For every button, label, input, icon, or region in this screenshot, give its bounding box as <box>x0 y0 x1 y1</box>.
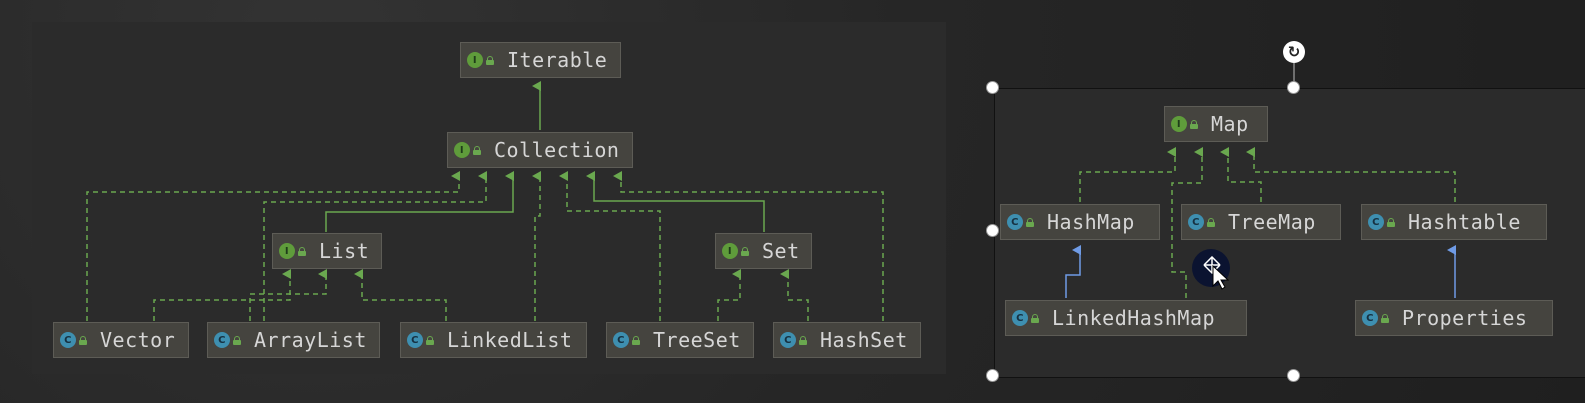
lock-icon <box>1190 119 1199 129</box>
node-hashset[interactable]: C HashSet <box>773 322 921 358</box>
class-icon: C <box>780 332 796 348</box>
node-label: Collection <box>494 138 620 162</box>
node-treemap[interactable]: C TreeMap <box>1181 204 1341 240</box>
edge-hashtable-map <box>1246 147 1456 202</box>
node-properties[interactable]: C Properties <box>1355 300 1553 336</box>
node-set[interactable]: I Set <box>715 233 812 269</box>
lock-icon <box>1207 217 1216 227</box>
node-iterable[interactable]: I Iterable <box>460 42 621 78</box>
node-label: HashSet <box>820 328 908 352</box>
edge-treemap-map <box>1220 147 1262 202</box>
node-label: Iterable <box>507 48 608 72</box>
class-icon: C <box>1368 214 1384 230</box>
node-label: LinkedList <box>447 328 573 352</box>
edge-linkedhashmap-hashmap <box>1065 245 1081 298</box>
edge-hashset-set <box>780 269 809 321</box>
lock-icon <box>298 246 307 256</box>
lock-icon <box>799 335 808 345</box>
node-list[interactable]: I List <box>272 233 382 269</box>
interface-icon: I <box>722 243 738 259</box>
resize-handle-bottom-middle[interactable] <box>1287 369 1300 382</box>
node-label: LinkedHashMap <box>1052 306 1216 330</box>
class-icon: C <box>613 332 629 348</box>
resize-handle-top-left[interactable] <box>986 81 999 94</box>
edge-arraylist-list <box>249 269 327 321</box>
edge-list-collection <box>325 171 514 232</box>
lock-icon <box>632 335 641 345</box>
lock-icon <box>426 335 435 345</box>
lock-icon <box>486 55 495 65</box>
node-label: TreeSet <box>653 328 741 352</box>
lock-icon <box>233 335 242 345</box>
node-label: HashMap <box>1047 210 1135 234</box>
class-icon: C <box>407 332 423 348</box>
class-icon: C <box>214 332 230 348</box>
node-hashmap[interactable]: C HashMap <box>1000 204 1160 240</box>
node-hashtable[interactable]: C Hashtable <box>1361 204 1547 240</box>
interface-icon: I <box>454 142 470 158</box>
edge-hashmap-map <box>1079 147 1176 202</box>
node-label: Vector <box>100 328 176 352</box>
edge-arraylist-collection <box>263 171 487 321</box>
interface-icon: I <box>1171 116 1187 132</box>
class-icon: C <box>1012 310 1028 326</box>
interface-icon: I <box>467 52 483 68</box>
edge-hashset-collection <box>613 171 884 321</box>
node-arraylist[interactable]: C ArrayList <box>207 322 380 358</box>
node-vector[interactable]: C Vector <box>53 322 189 358</box>
node-label: ArrayList <box>254 328 367 352</box>
node-map[interactable]: I Map <box>1164 106 1268 142</box>
resize-handle-middle-left[interactable] <box>986 224 999 237</box>
rotate-handle-icon[interactable]: ↻ <box>1283 41 1305 63</box>
lock-icon <box>1381 313 1390 323</box>
class-icon: C <box>1007 214 1023 230</box>
edge-vector-list <box>153 269 291 321</box>
node-label: Properties <box>1402 306 1528 330</box>
edge-vector-collection <box>86 171 460 321</box>
class-icon: C <box>1362 310 1378 326</box>
move-cursor-icon <box>1203 256 1230 290</box>
node-label: Set <box>762 239 800 263</box>
interface-icon: I <box>279 243 295 259</box>
lock-icon <box>741 246 750 256</box>
node-label: List <box>319 239 370 263</box>
edge-linkedlist-list <box>354 269 447 321</box>
node-linkedlist[interactable]: C LinkedList <box>400 322 587 358</box>
node-label: Hashtable <box>1408 210 1521 234</box>
lock-icon <box>473 145 482 155</box>
node-linkedhashmap[interactable]: C LinkedHashMap <box>1005 300 1247 336</box>
edge-treeset-collection <box>559 171 661 321</box>
node-label: TreeMap <box>1228 210 1316 234</box>
edge-treeset-set <box>717 269 741 321</box>
resize-handle-top-middle[interactable] <box>1287 81 1300 94</box>
cursor-highlight <box>1192 249 1230 287</box>
edge-linkedlist-collection <box>532 171 541 321</box>
node-treeset[interactable]: C TreeSet <box>606 322 754 358</box>
lock-icon <box>79 335 88 345</box>
lock-icon <box>1031 313 1040 323</box>
edge-set-collection <box>586 171 765 232</box>
resize-handle-bottom-left[interactable] <box>986 369 999 382</box>
collection-diagram-panel <box>32 22 946 374</box>
class-icon: C <box>1188 214 1204 230</box>
lock-icon <box>1387 217 1396 227</box>
node-collection[interactable]: I Collection <box>447 132 633 168</box>
lock-icon <box>1026 217 1035 227</box>
node-label: Map <box>1211 112 1249 136</box>
edge-linkedhashmap-map <box>1171 147 1203 298</box>
class-icon: C <box>60 332 76 348</box>
